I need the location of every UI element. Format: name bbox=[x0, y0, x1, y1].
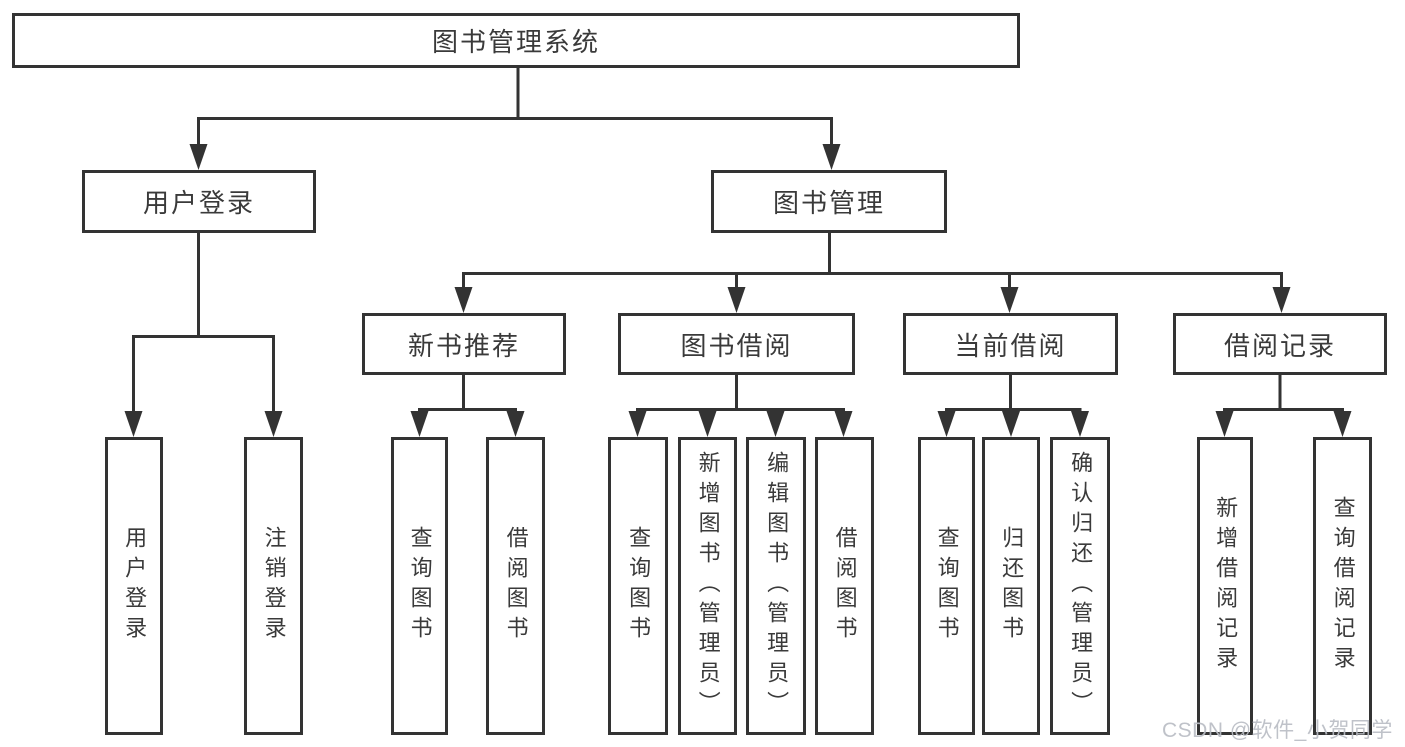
leaf-user-login: 用户登录 bbox=[105, 437, 163, 735]
watermark-text: CSDN @软件_小贺同学 bbox=[1162, 719, 1393, 742]
leaf-edit-book-admin: 编辑图书（管理员） bbox=[746, 437, 806, 735]
leaf-add-borrow-record: 新增借阅记录 bbox=[1197, 437, 1253, 735]
leaf-query-book-borrow: 查询图书 bbox=[608, 437, 668, 735]
leaf-borrow-book: 借阅图书 bbox=[815, 437, 874, 735]
node-book-borrow: 图书借阅 bbox=[618, 313, 855, 375]
leaf-borrow-book-recommend: 借阅图书 bbox=[486, 437, 545, 735]
leaf-query-book-current: 查询图书 bbox=[918, 437, 975, 735]
node-user-login: 用户登录 bbox=[82, 170, 316, 233]
node-borrow-records: 借阅记录 bbox=[1173, 313, 1387, 375]
node-current-borrow: 当前借阅 bbox=[903, 313, 1118, 375]
leaf-return-book: 归还图书 bbox=[982, 437, 1040, 735]
node-book-management: 图书管理 bbox=[711, 170, 947, 233]
leaf-logout: 注销登录 bbox=[244, 437, 303, 735]
leaf-add-book-admin: 新增图书（管理员） bbox=[678, 437, 737, 735]
node-root-system: 图书管理系统 bbox=[12, 13, 1020, 68]
leaf-query-book-recommend: 查询图书 bbox=[391, 437, 448, 735]
leaf-query-borrow-record: 查询借阅记录 bbox=[1313, 437, 1372, 735]
node-new-book-recommend: 新书推荐 bbox=[362, 313, 566, 375]
leaf-confirm-return-admin: 确认归还（管理员） bbox=[1050, 437, 1110, 735]
